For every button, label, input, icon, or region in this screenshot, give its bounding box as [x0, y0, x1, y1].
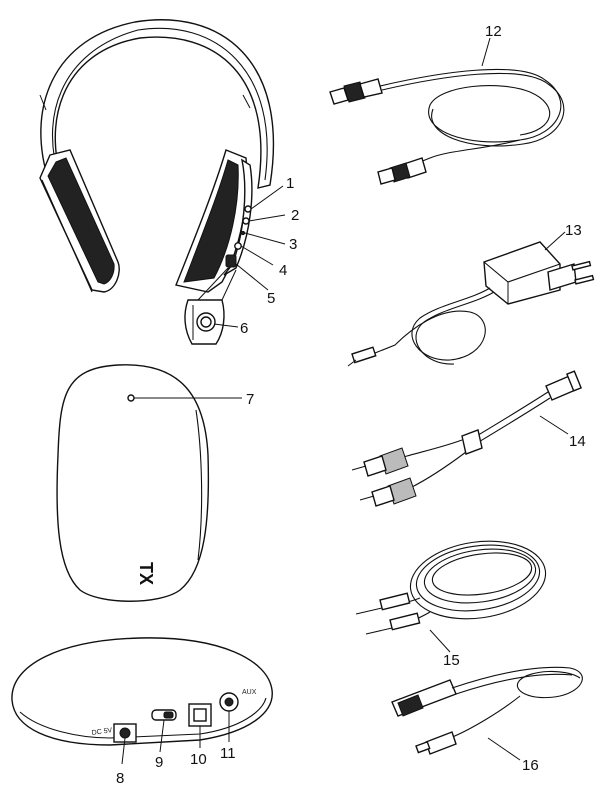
power-adapter: [347, 241, 595, 367]
button-1: [244, 205, 252, 213]
rca-y-cable: [351, 370, 582, 507]
callout-2: 2: [291, 207, 299, 224]
headphones: [39, 19, 275, 345]
button-4: [234, 242, 242, 250]
callout-8: 8: [116, 770, 124, 787]
callout-numbers: 1 2 3 4 5 6 7 8 9 10 11 12 13 14 15 16: [116, 23, 586, 787]
callout-14: 14: [569, 433, 586, 450]
callout-15: 15: [443, 652, 460, 669]
button-2: [242, 217, 250, 225]
switch-5: [225, 254, 237, 268]
optical-cable: [329, 68, 565, 185]
callout-10: 10: [190, 751, 207, 768]
callout-6: 6: [240, 320, 248, 337]
aux-label: AUX: [242, 689, 257, 696]
usb-cable: [391, 666, 583, 755]
transmitter-top-view: TX: [56, 364, 210, 602]
callout-13: 13: [565, 222, 582, 239]
transmitter-side-view: DC 5V AUX: [11, 637, 273, 746]
power-indicator: [127, 394, 135, 402]
led-indicator: [240, 230, 246, 236]
audio-cable: [355, 540, 547, 635]
callout-7: 7: [246, 391, 254, 408]
callout-16: 16: [522, 757, 539, 774]
dc-label: DC 5V: [91, 727, 113, 737]
callout-4: 4: [279, 262, 287, 279]
callout-9: 9: [155, 754, 163, 771]
tx-marking: TX: [136, 562, 156, 585]
callout-1: 1: [286, 175, 294, 192]
callout-11: 11: [220, 745, 236, 762]
callout-12: 12: [485, 23, 502, 40]
leader-lines: [121, 37, 569, 765]
callout-5: 5: [267, 290, 275, 307]
callout-3: 3: [289, 236, 297, 253]
